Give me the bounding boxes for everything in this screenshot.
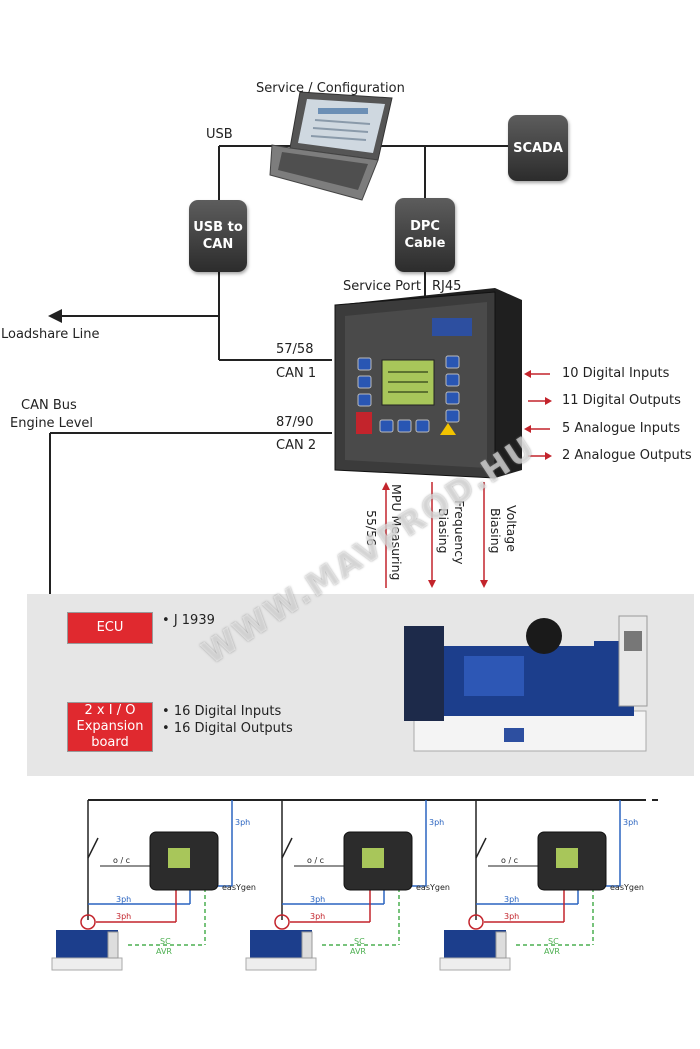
usb-to-can-line1: USB to	[193, 220, 243, 235]
ecu-bullet-text: J 1939	[173, 613, 215, 628]
voltage-biasing-label: Biasing	[488, 508, 503, 554]
avr-label: AVR	[156, 947, 172, 956]
oc-label: o / c	[307, 856, 325, 865]
can2-label: CAN 2	[276, 438, 317, 453]
voltage-label: Voltage	[504, 505, 519, 552]
genset-panel	[107, 931, 119, 959]
rj45-label: RJ45	[432, 279, 462, 294]
expansion-bullet-2-text: 16 Digital Outputs	[173, 721, 293, 736]
usb-label: USB	[206, 127, 233, 142]
easygen-screen	[556, 848, 578, 868]
dpc-cable-box: DPC Cable	[395, 198, 455, 272]
frequency-label: Frequency	[452, 500, 467, 565]
sc-label: SC	[354, 937, 365, 946]
breaker-switch	[475, 837, 487, 859]
red-3ph-label: 3ph	[504, 912, 520, 921]
dpc-cable-line2: Cable	[404, 236, 446, 251]
sc-label: SC	[548, 937, 559, 946]
blue-3ph-label: 3ph	[116, 895, 132, 904]
can1-pins-label: 57/58	[276, 342, 314, 357]
mains-3ph-label: 3ph	[623, 818, 639, 827]
expansion-bullet-1-text: 16 Digital Inputs	[173, 704, 282, 719]
usb-to-can-line2: CAN	[202, 237, 234, 252]
service-config-label: Service / Configuration	[256, 81, 405, 96]
ct-circle	[274, 914, 290, 930]
genset-base	[245, 957, 317, 971]
io-label-digital-outputs: 11 Digital Outputs	[562, 393, 681, 408]
red-3ph-label: 3ph	[310, 912, 326, 921]
expansion-bullet-2: • 16 Digital Outputs	[162, 721, 293, 736]
blue-3ph-label: 3ph	[310, 895, 326, 904]
ct-circle	[468, 914, 484, 930]
ct-circle	[80, 914, 96, 930]
easygen-screen	[362, 848, 384, 868]
io-label-analogue-outputs: 2 Analogue Outputs	[562, 448, 692, 463]
expansion-line1: 2 x I / O	[84, 703, 136, 718]
usb-to-can-box: USB to CAN	[189, 200, 247, 272]
oc-label: o / c	[113, 856, 131, 865]
mpu-measuring-label: MPU Measuring	[389, 484, 404, 581]
easygen-screen	[168, 848, 190, 868]
breaker-switch	[281, 837, 293, 859]
generator-set-icon	[404, 615, 648, 752]
io-label-analogue-inputs: 5 Analogue Inputs	[562, 421, 681, 436]
service-port-label: Service Port	[343, 279, 421, 294]
easygen-brand-label: easYgen	[610, 883, 644, 892]
scada-label: SCADA	[513, 140, 563, 156]
ecu-bullet: • J 1939	[162, 613, 215, 628]
expansion-line3: board	[91, 735, 129, 750]
io-label-digital-inputs: 10 Digital Inputs	[562, 366, 670, 381]
genset-panel	[495, 931, 507, 959]
avr-label: AVR	[350, 947, 366, 956]
sc-label: SC	[160, 937, 171, 946]
laptop-icon	[269, 91, 393, 201]
genset-base	[439, 957, 511, 971]
dpc-cable-line1: DPC	[410, 219, 440, 234]
controller-device-icon	[334, 288, 522, 479]
easygen-brand-label: easYgen	[222, 883, 256, 892]
can-bus-label: CAN Bus	[21, 398, 77, 413]
oc-label: o / c	[501, 856, 519, 865]
mpu-pins-label: 55/56	[364, 510, 379, 547]
frequency-biasing-label: Biasing	[436, 508, 451, 554]
can1-label: CAN 1	[276, 366, 317, 381]
can2-pins-label: 87/90	[276, 415, 314, 430]
genset-base	[51, 957, 123, 971]
loadshare-line-label: Loadshare Line	[1, 327, 100, 342]
mains-3ph-label: 3ph	[429, 818, 445, 827]
avr-label: AVR	[544, 947, 560, 956]
engine-level-label: Engine Level	[10, 416, 94, 431]
blue-3ph-label: 3ph	[504, 895, 520, 904]
expansion-bullet-1: • 16 Digital Inputs	[162, 704, 282, 719]
easygen-brand-label: easYgen	[416, 883, 450, 892]
expansion-board-box: 2 x I / O Expansion board	[67, 702, 153, 752]
red-3ph-label: 3ph	[116, 912, 132, 921]
mains-3ph-label: 3ph	[235, 818, 251, 827]
ecu-label: ECU	[96, 620, 124, 635]
expansion-line2: Expansion	[76, 719, 144, 734]
breaker-switch	[87, 837, 99, 859]
ecu-box: ECU	[67, 612, 153, 644]
scada-box: SCADA	[508, 115, 568, 181]
genset-panel	[301, 931, 313, 959]
